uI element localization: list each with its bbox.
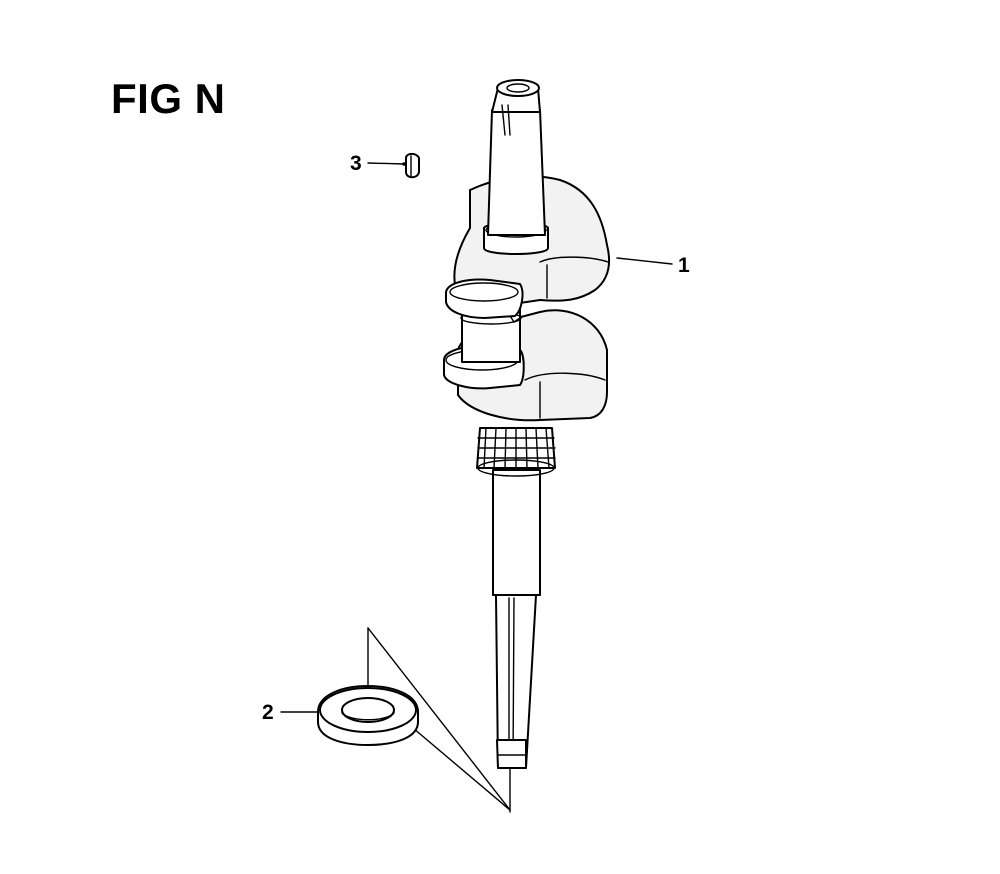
- leader-line-3: [367, 162, 406, 166]
- callout-label-3: 3: [350, 152, 362, 175]
- crankshaft-part: [443, 79, 611, 769]
- oil-seal-part: [317, 685, 419, 746]
- figure-title: FIG N: [111, 75, 226, 122]
- leader-line-1: [616, 257, 673, 265]
- woodruff-key-part: [405, 152, 420, 179]
- callout-label-1: 1: [678, 254, 690, 277]
- callout-label-2: 2: [262, 701, 274, 724]
